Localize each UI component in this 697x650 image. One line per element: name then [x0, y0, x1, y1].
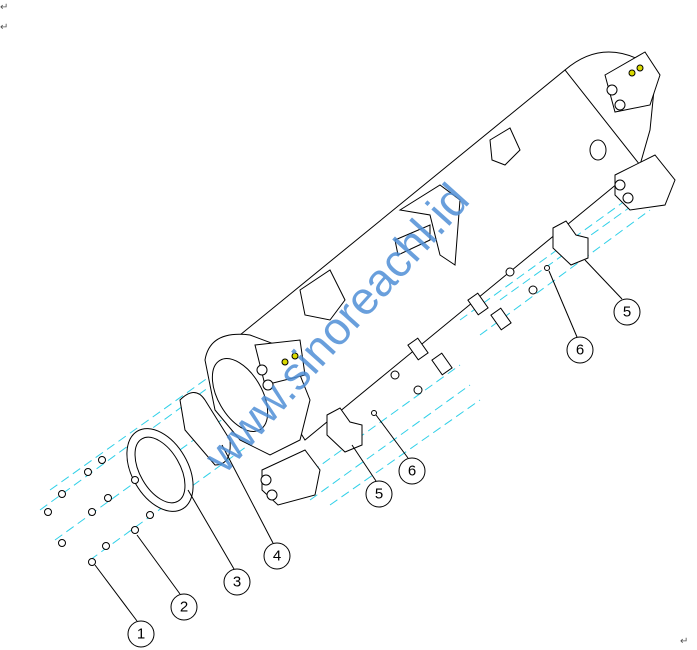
- right-end-housing: [604, 51, 676, 211]
- svg-text:5: 5: [623, 304, 631, 321]
- callout-4: 4: [263, 542, 291, 570]
- paragraph-mark: ↵: [680, 636, 689, 647]
- svg-text:2: 2: [180, 599, 188, 616]
- plate-part-5-lower: [326, 407, 363, 453]
- svg-text:4: 4: [273, 548, 281, 565]
- callout-6-upper: 6: [566, 336, 594, 364]
- svg-text:1: 1: [137, 626, 145, 643]
- paragraph-mark: ↵: [0, 22, 9, 33]
- callout-3: 3: [223, 568, 251, 596]
- left-end-housing: [204, 333, 321, 506]
- seal-part-4: [179, 392, 231, 466]
- leader-lines: [94, 259, 623, 622]
- svg-text:6: 6: [576, 342, 584, 359]
- callout-2: 2: [170, 593, 198, 621]
- callout-6-lower: 6: [398, 457, 426, 485]
- axle-housing-tube: [239, 51, 656, 441]
- callout-1: 1: [127, 620, 155, 648]
- callout-5-lower: 5: [365, 480, 393, 508]
- plate-part-5-upper: [552, 220, 589, 266]
- paragraph-mark: ↵: [0, 2, 9, 13]
- svg-text:6: 6: [408, 463, 416, 480]
- gasket-part-3: [126, 428, 194, 512]
- callout-5-upper: 5: [613, 298, 641, 326]
- bolts-and-washers: [44, 265, 550, 566]
- svg-text:3: 3: [233, 574, 241, 591]
- svg-text:5: 5: [375, 486, 383, 503]
